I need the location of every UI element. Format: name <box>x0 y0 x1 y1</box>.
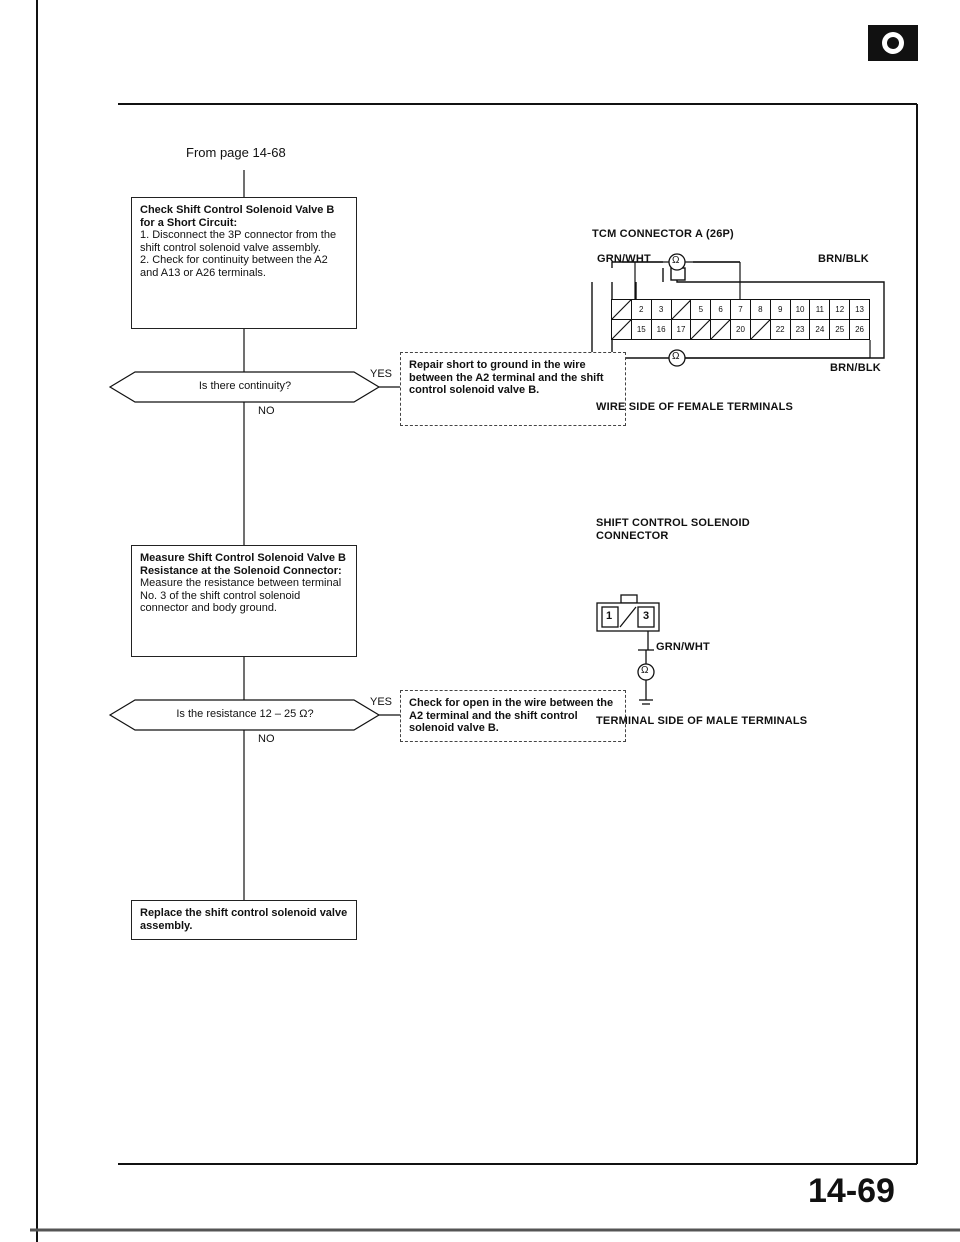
tcm-pin-cell: 22 <box>769 319 791 340</box>
no-label-1: NO <box>258 405 275 417</box>
solenoid-title-line2: CONNECTOR <box>596 530 669 542</box>
step2-box: Measure Shift Control Solenoid Valve B R… <box>131 545 357 657</box>
tcm-title: TCM CONNECTOR A (26P) <box>592 228 734 240</box>
tcm-pin-cell: 8 <box>749 299 771 320</box>
step1-body: 1. Disconnect the 3P connector from the … <box>140 229 337 279</box>
tcm-pin-cell: 3 <box>650 299 672 320</box>
yes-label-1: YES <box>370 368 393 380</box>
tcm-pin-cell: 13 <box>849 299 870 320</box>
tcm-pin-cell <box>710 319 732 340</box>
tcm-pin-cell: 24 <box>809 319 831 340</box>
step1-box: Check Shift Control Solenoid Valve B for… <box>131 197 357 329</box>
yes-label-2: YES <box>370 696 393 708</box>
step1-title: Check Shift Control Solenoid Valve B for… <box>140 204 335 229</box>
solenoid-wire: GRN/WHT <box>656 641 710 653</box>
tcm-ohm-top: Ω <box>672 255 680 266</box>
tcm-wire-left: GRN/WHT <box>597 253 651 265</box>
solenoid-pin-1: 1 <box>606 610 613 622</box>
decision-2-text: Is the resistance 12 – 25 Ω? <box>176 708 314 720</box>
tcm-pin-cell: 17 <box>670 319 692 340</box>
tcm-pin-cell: 9 <box>769 299 791 320</box>
solenoid-connector-drawing <box>596 594 660 705</box>
tcm-pin-cell: 6 <box>710 299 732 320</box>
decision-1-text: Is there continuity? <box>198 380 292 392</box>
tcm-pin-cell: 20 <box>730 319 751 340</box>
solenoid-ohm: Ω <box>641 665 649 676</box>
tcm-wire-right: BRN/BLK <box>818 253 869 265</box>
tcm-pin-cell: 7 <box>730 299 751 320</box>
tcm-wire-bottom: BRN/BLK <box>830 362 881 374</box>
solenoid-title-line1: SHIFT CONTROL SOLENOID <box>596 517 750 529</box>
no-label-2: NO <box>258 733 275 745</box>
step2-body: Measure the resistance between terminal … <box>140 577 342 614</box>
solenoid-pin-3: 3 <box>643 610 650 622</box>
solenoid-caption: TERMINAL SIDE OF MALE TERMINALS <box>596 715 808 727</box>
tcm-pin-cell: 16 <box>650 319 672 340</box>
tcm-pin-cell: 10 <box>789 299 811 320</box>
tcm-caption: WIRE SIDE OF FEMALE TERMINALS <box>596 401 794 413</box>
tcm-pin-cell <box>670 299 692 320</box>
tcm-pin-cell <box>611 299 632 320</box>
final-action-text: Replace the shift control solenoid valve… <box>140 907 348 932</box>
tcm-pin-cell: 12 <box>829 299 851 320</box>
yes-action-1-box: Repair short to ground in the wire betwe… <box>400 352 626 426</box>
tcm-pin-cell <box>690 319 712 340</box>
from-page-label: From page 14-68 <box>186 145 286 160</box>
step2-title: Measure Shift Control Solenoid Valve B R… <box>140 552 346 577</box>
tcm-pin-cell: 15 <box>630 319 652 340</box>
tcm-pin-cell <box>749 319 771 340</box>
tcm-pin-cell: 26 <box>849 319 870 340</box>
tcm-pin-cell: 11 <box>809 299 831 320</box>
tcm-ohm-bottom: Ω <box>672 351 680 362</box>
tcm-pin-cell <box>611 319 632 340</box>
tcm-pin-cell: 5 <box>690 299 712 320</box>
final-action-box: Replace the shift control solenoid valve… <box>131 900 357 940</box>
tcm-pin-cell: 23 <box>789 319 811 340</box>
yes-action-2-box: Check for open in the wire between the A… <box>400 690 626 742</box>
tcm-pin-cell: 2 <box>630 299 652 320</box>
tcm-pin-cell: 25 <box>829 319 851 340</box>
page-number: 14-69 <box>808 1172 895 1210</box>
